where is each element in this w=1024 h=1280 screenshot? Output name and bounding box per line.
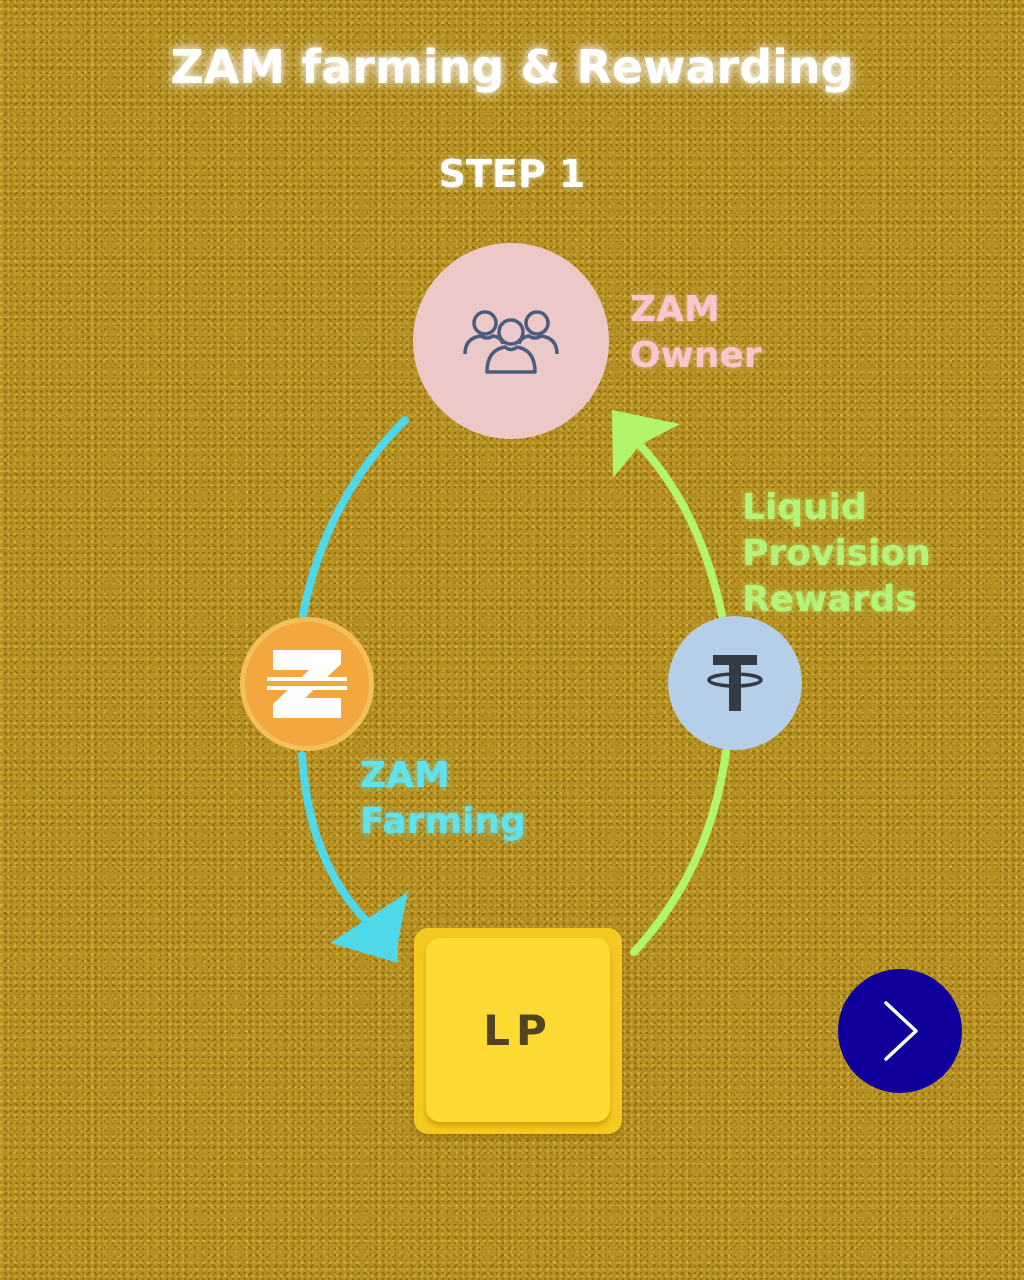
liquid-provision-rewards-label: Liquid Provision Rewards — [742, 487, 931, 620]
zam-farming-label: ZAM Farming — [360, 755, 526, 842]
tether-token-node — [668, 616, 802, 750]
tether-icon — [707, 655, 763, 711]
rewards-arrow-head — [612, 410, 680, 478]
zam-token-node — [240, 617, 374, 751]
next-step-button[interactable] — [838, 969, 962, 1093]
farming-arrow-head — [330, 892, 408, 963]
lp-node-inner: LP — [426, 938, 610, 1122]
chevron-right-icon — [884, 1001, 918, 1061]
farming-arrow-upper — [299, 416, 409, 619]
people-group-icon — [463, 310, 559, 374]
lp-label: LP — [483, 1005, 553, 1055]
rewards-arrow-upper — [636, 441, 726, 619]
step-indicator: STEP 1 — [438, 152, 586, 196]
rewards-arrow-lower — [630, 748, 730, 956]
zam-owner-node — [413, 243, 609, 439]
zam-logo-icon — [267, 650, 347, 718]
zam-owner-label: ZAM Owner — [630, 289, 762, 376]
lp-node: LP — [414, 928, 622, 1134]
page-title: ZAM farming & Rewarding — [170, 40, 854, 94]
